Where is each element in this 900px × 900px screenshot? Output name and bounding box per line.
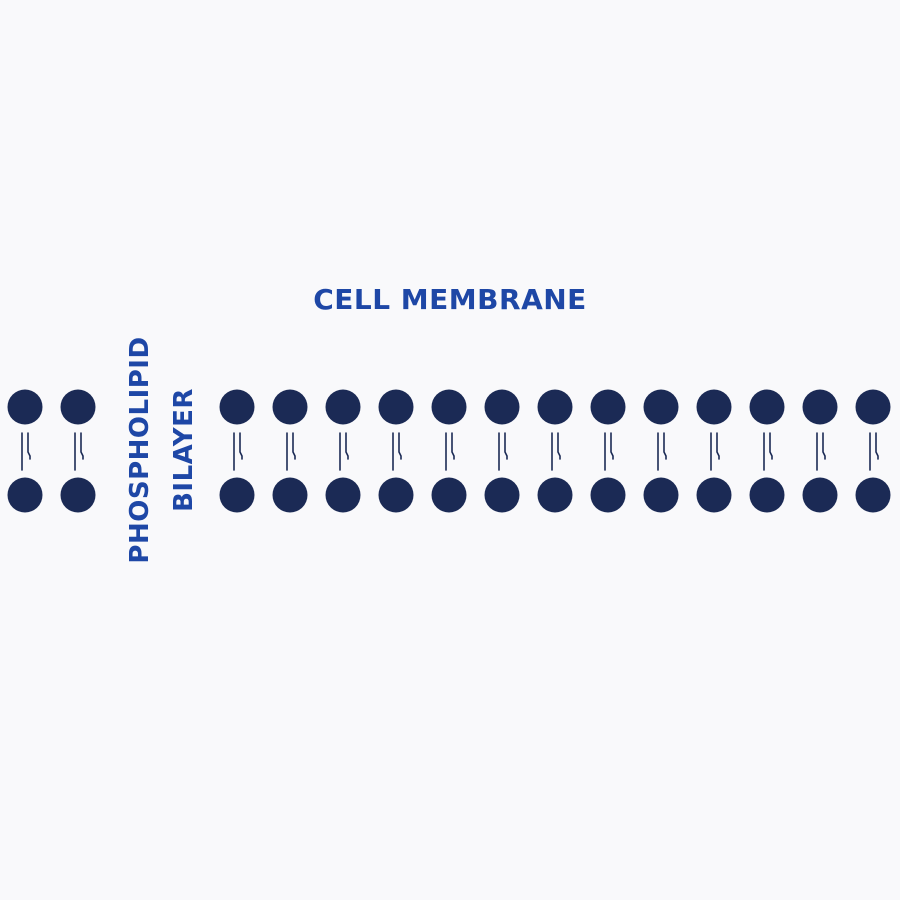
phospholipid-head-bottom [696,477,732,513]
phospholipid-head-bottom [802,477,838,513]
phospholipid-head-top [749,389,785,425]
phospholipid-tail-kinked [769,432,773,460]
phospholipid-head-bottom [325,477,361,513]
phospholipid-head-top [484,389,520,425]
phospholipid-pair [696,389,732,513]
phospholipid-head-top [537,389,573,425]
phospholipid-head-top [855,389,891,425]
phospholipid-head-bottom [590,477,626,513]
phospholipid-head-bottom [219,477,255,513]
phospholipid-head-bottom [378,477,414,513]
phospholipid-head-top [643,389,679,425]
phospholipid-head-bottom [272,477,308,513]
phospholipid-tail-kinked [27,432,31,460]
phospholipid-head-top [378,389,414,425]
phospholipid-tail-kinked [716,432,720,460]
phospholipid-head-top [802,389,838,425]
phospholipid-head-top [7,389,43,425]
phospholipid-head-top [590,389,626,425]
phospholipid-head-top [325,389,361,425]
diagram-title: CELL MEMBRANE [313,283,587,316]
phospholipid-head-top [272,389,308,425]
phospholipid-pair [643,389,679,513]
phospholipid-pair [272,389,308,513]
phospholipid-pair [378,389,414,513]
phospholipid-tail-kinked [398,432,402,460]
phospholipid-pair [802,389,838,513]
phospholipid-tail-kinked [504,432,508,460]
phospholipid-pair [325,389,361,513]
phospholipid-pair [537,389,573,513]
phospholipid-tail-kinked [80,432,84,460]
phospholipid-tail-kinked [345,432,349,460]
phospholipid-tail-kinked [451,432,455,460]
phospholipid-head-bottom [60,477,96,513]
phospholipid-head-bottom [749,477,785,513]
phospholipid-head-bottom [537,477,573,513]
phospholipid-pair [7,389,43,513]
phospholipid-tail-kinked [822,432,826,460]
phospholipid-tail-kinked [610,432,614,460]
phospholipid-head-bottom [431,477,467,513]
phospholipid-head-top [60,389,96,425]
phospholipid-head-top [696,389,732,425]
phospholipid-pair [590,389,626,513]
phospholipid-head-bottom [643,477,679,513]
phospholipid-tail-kinked [292,432,296,460]
phospholipid-tail-kinked [663,432,667,460]
phospholipid-pair [431,389,467,513]
phospholipid-head-bottom [7,477,43,513]
phospholipid-pair [60,389,96,513]
phospholipid-tail-kinked [239,432,243,460]
phospholipid-pair [219,389,255,513]
phospholipid-pair [484,389,520,513]
phospholipid-head-bottom [855,477,891,513]
phospholipid-head-bottom [484,477,520,513]
phospholipid-head-top [431,389,467,425]
phospholipid-head-top [219,389,255,425]
phospholipid-tail-kinked [875,432,879,460]
phospholipid-pair [855,389,891,513]
phospholipid-tail-kinked [557,432,561,460]
phospholipid-pair [749,389,785,513]
